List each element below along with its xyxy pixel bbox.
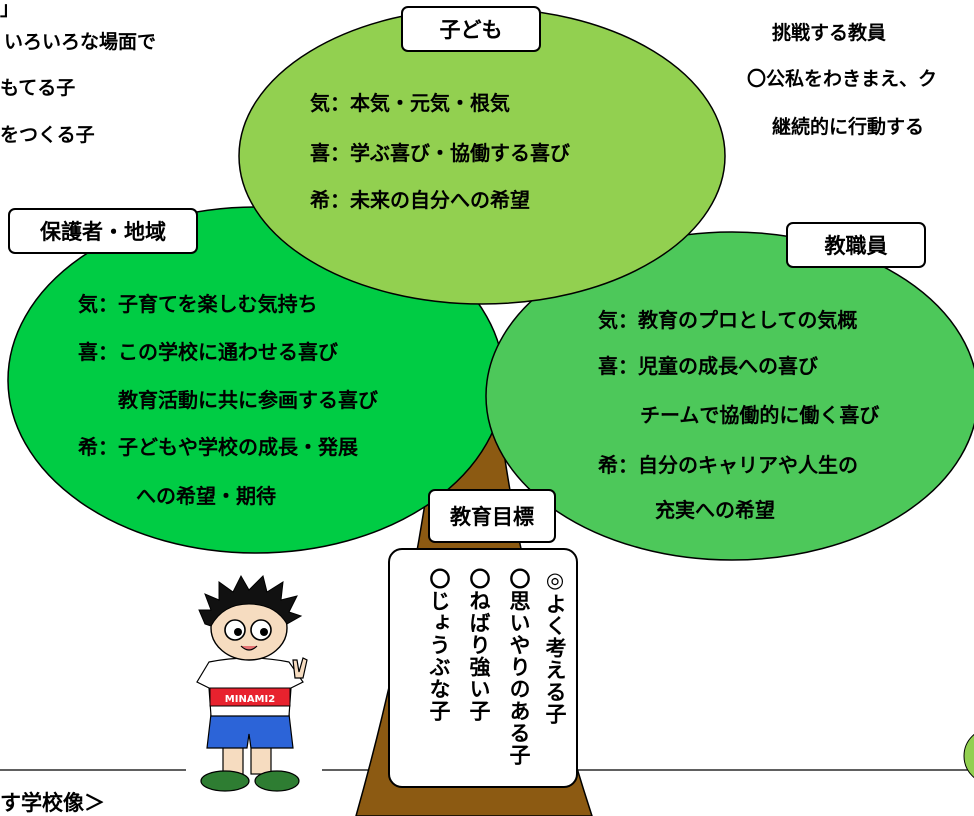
top-left-line-3: もてる子 bbox=[0, 77, 76, 99]
mascot-shirt-band bbox=[209, 687, 291, 707]
mascot-shorts bbox=[206, 713, 294, 749]
child-line-2: 喜：学ぶ喜び・協働する喜び bbox=[310, 141, 570, 165]
goal-item-4: 〇じょうぶな子 bbox=[427, 568, 451, 722]
staff-line-4: 希：自分のキャリアや人生の bbox=[598, 453, 858, 477]
top-right-line-3: 継続的に行動する bbox=[772, 116, 925, 138]
child-line-1: 気：本気・元気・根気 bbox=[310, 91, 510, 115]
top-left-line-4: をつくる子 bbox=[0, 124, 95, 146]
child-line-3: 希：未来の自分への希望 bbox=[310, 188, 530, 212]
parents-line-3: 教育活動に共に参画する喜び bbox=[118, 388, 378, 412]
top-left-line-2: いろいろな場面で bbox=[4, 31, 157, 53]
parents-line-2: 喜：この学校に通わせる喜び bbox=[78, 340, 338, 364]
goals-label: 教育目標 bbox=[428, 489, 556, 543]
staff-line-3: チームで協働的に働く喜び bbox=[640, 403, 880, 427]
goal-item-2: 〇思いやりのある子 bbox=[507, 568, 531, 766]
goal-item-3: 〇ねばり強い子 bbox=[467, 568, 491, 722]
staff-line-1: 気：教育のプロとしての気概 bbox=[598, 308, 858, 332]
staff-line-2: 喜：児童の成長への喜び bbox=[598, 354, 818, 378]
top-right-line-1: 挑戦する教員 bbox=[772, 22, 887, 44]
mascot-right-shoe bbox=[254, 770, 300, 792]
parents-line-5: への希望・期待 bbox=[136, 484, 276, 508]
mascot-shirt-text: MINAMI2 bbox=[225, 694, 275, 705]
top-right-line-2: 〇公私をわきまえ、ク bbox=[747, 68, 938, 90]
staff-circle bbox=[485, 231, 974, 561]
bottom-left-heading: す学校像＞ bbox=[0, 791, 105, 815]
mascot-character: MINAMI2 bbox=[196, 574, 308, 792]
mascot-shirt bbox=[196, 657, 304, 717]
mascot-peace-hand bbox=[292, 657, 308, 679]
mascot-mouth bbox=[240, 645, 258, 651]
mascot-left-pupil bbox=[234, 628, 242, 636]
top-left-line-1: 」 bbox=[0, 0, 20, 20]
staff-line-5: 充実への希望 bbox=[655, 498, 775, 522]
parents-line-1: 気：子育てを楽しむ気持ち bbox=[78, 292, 318, 316]
child-label: 子ども bbox=[401, 6, 541, 52]
goal-item-1: ◎よく考える子 bbox=[543, 568, 567, 725]
goals-box: ◎よく考える子 〇思いやりのある子 〇ねばり強い子 〇じょうぶな子 bbox=[388, 548, 578, 788]
mascot-right-pupil bbox=[260, 628, 268, 636]
mascot-hair bbox=[198, 574, 303, 627]
staff-label: 教職員 bbox=[786, 222, 926, 268]
corner-green-circle bbox=[963, 733, 974, 779]
parents-label: 保護者・地域 bbox=[8, 208, 198, 254]
parents-line-4: 希：子どもや学校の成長・発展 bbox=[78, 435, 358, 459]
mascot-left-shoe bbox=[200, 770, 250, 792]
